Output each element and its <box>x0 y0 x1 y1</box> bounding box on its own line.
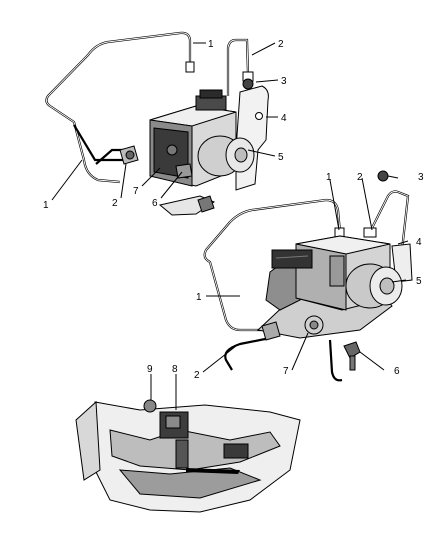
callout-lower-2b: 2 <box>194 370 200 381</box>
upper-assembly <box>45 31 279 216</box>
upper-leader-lines <box>51 42 279 201</box>
callout-lower-1b: 1 <box>196 292 202 303</box>
upper-pump-motor <box>197 135 255 177</box>
callout-upper-5: 5 <box>278 152 284 163</box>
callout-lower-2: 2 <box>357 172 363 183</box>
upper-brake-lines <box>45 31 254 184</box>
detail-view <box>75 374 301 513</box>
lower-leader-lines <box>202 175 409 373</box>
callout-upper-3: 3 <box>281 76 287 87</box>
callout-upper-2b: 2 <box>112 198 118 209</box>
callout-lower-4: 4 <box>416 237 422 248</box>
callout-lower-1: 1 <box>326 172 332 183</box>
callout-upper-1: 1 <box>208 39 214 50</box>
callout-upper-6: 6 <box>152 198 158 209</box>
callout-numbers: 1 2 3 4 5 6 7 1 2 1 2 1 2 3 4 5 7 6 9 8 <box>43 39 424 381</box>
lower-pump-motor <box>345 263 403 309</box>
callout-upper-4: 4 <box>281 113 287 124</box>
callout-upper-2: 2 <box>278 39 284 50</box>
detail-fastener <box>143 399 157 413</box>
callout-detail-9: 9 <box>147 364 153 375</box>
lower-assembly <box>202 170 413 382</box>
callout-upper-7: 7 <box>133 186 139 197</box>
callout-lower-7: 7 <box>283 366 289 377</box>
callout-detail-8: 8 <box>172 364 178 375</box>
callout-lower-6: 6 <box>394 366 400 377</box>
callout-upper-1b: 1 <box>43 200 49 211</box>
callout-lower-5: 5 <box>416 276 422 287</box>
lower-brake-lines <box>203 190 410 382</box>
callout-lower-3: 3 <box>418 172 424 183</box>
